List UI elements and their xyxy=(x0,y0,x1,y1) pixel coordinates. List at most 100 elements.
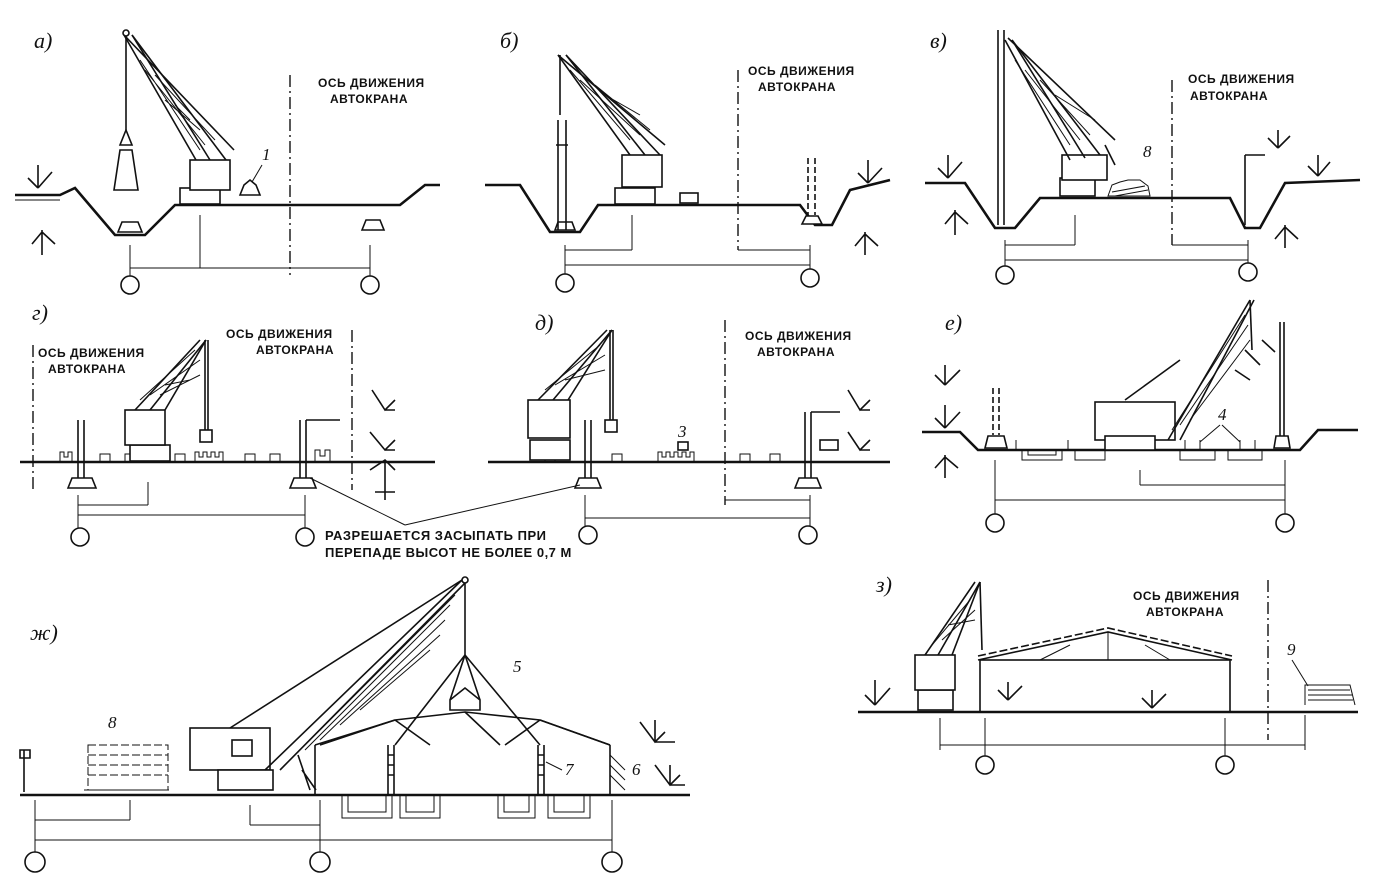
panel-d-axis-caption-2: АВТОКРАНА xyxy=(757,345,835,359)
panel-d-column-left xyxy=(584,420,592,478)
panel-zh-callout-7: 7 xyxy=(565,760,575,779)
panel-g-axis-caption-left-1: ОСЬ ДВИЖЕНИЯ xyxy=(38,346,145,360)
panel-z-crane xyxy=(914,581,983,711)
panel-b-crane xyxy=(556,54,666,230)
panel-z-axis-caption-1: ОСЬ ДВИЖЕНИЯ xyxy=(1133,589,1240,603)
panel-b-foundation-right xyxy=(800,215,824,225)
panel-zh-callout-8: 8 xyxy=(108,713,117,732)
panel-g-grid-axis-marker-right xyxy=(295,527,315,547)
panel-v-axis-caption-1: ОСЬ ДВИЖЕНИЯ xyxy=(1188,72,1295,86)
panel-v-pit-profile xyxy=(925,178,1361,230)
backfill-note-line-2: ПЕРЕПАДЕ ВЫСОТ НЕ БОЛЕЕ 0,7 М xyxy=(325,545,572,560)
panel-b-level-mark-bottom xyxy=(854,232,879,255)
panel-z-grid-axis-marker-left xyxy=(975,755,995,775)
panel-g-axis-caption-1: ОСЬ ДВИЖЕНИЯ xyxy=(226,327,333,341)
panel-z: з) ОСЬ ДВИЖЕНИЯ АВТОКРАНА 9 xyxy=(858,572,1358,775)
panel-v-stack-8 xyxy=(1107,179,1151,197)
panel-v: в) 8 ОСЬ ДВИЖЕНИЯ АВТОКРАНА xyxy=(925,28,1361,285)
panel-a: а) 1 ОСЬ ДВИЖЕНИЯ АВТОКРАНА xyxy=(15,28,440,295)
panel-zh-foundations xyxy=(341,795,591,819)
panel-zh-grid-axis-marker-middle xyxy=(309,851,331,873)
panel-d-column-right xyxy=(804,411,840,478)
panel-a-foundation-left xyxy=(116,221,144,233)
panel-zh-grid-axis-marker-left xyxy=(24,851,46,873)
panel-b-label: б) xyxy=(500,28,518,53)
panel-d-grid-axis-marker-right xyxy=(798,525,818,545)
panel-a-crane xyxy=(113,29,235,205)
panel-b-element xyxy=(679,192,699,204)
panel-b-foundation-left xyxy=(553,221,577,231)
panel-zh-grid-axis-marker-right xyxy=(601,851,623,873)
panel-v-label: в) xyxy=(930,28,947,53)
panel-a-element-1 xyxy=(238,178,262,196)
panel-a-grid-axis-marker-left xyxy=(120,275,140,295)
panel-zh-label: ж) xyxy=(30,620,58,645)
panel-z-axis-caption-2: АВТОКРАНА xyxy=(1146,605,1224,619)
panel-zh-callout-5: 5 xyxy=(513,657,522,676)
panel-a-axis-caption-1: ОСЬ ДВИЖЕНИЯ xyxy=(318,76,425,90)
panel-g-grid-axis-marker-left xyxy=(70,527,90,547)
panel-d-element-3 xyxy=(677,441,689,451)
panel-z-label: з) xyxy=(875,572,892,597)
panel-e-label: е) xyxy=(945,310,962,335)
panel-a-foundation-right xyxy=(360,219,386,231)
panel-z-grid-axis-marker-right xyxy=(1215,755,1235,775)
panel-g-level-mark-1 xyxy=(371,389,396,412)
panel-b-axis-caption-1: ОСЬ ДВИЖЕНИЯ xyxy=(748,64,855,78)
panel-g-crane xyxy=(124,339,213,462)
panel-z-building xyxy=(977,627,1233,713)
panel-v-level-mark-top xyxy=(937,155,963,179)
panel-d-grid-axis-marker-left xyxy=(578,525,598,545)
panel-b-grid-axis-marker-left xyxy=(555,273,575,293)
panel-g-label: г) xyxy=(32,300,48,325)
panel-g-axis-caption-left-2: АВТОКРАНА xyxy=(48,362,126,376)
panel-e: е) 4 xyxy=(922,299,1358,533)
panel-d-axis-caption-1: ОСЬ ДВИЖЕНИЯ xyxy=(745,329,852,343)
panel-a-level-mark-top xyxy=(27,165,53,189)
panel-e-blocks-4 xyxy=(1015,440,1263,461)
panel-g-axis-caption-2: АВТОКРАНА xyxy=(256,343,334,357)
panel-d-callout-3: 3 xyxy=(677,422,687,441)
panel-g-column-left xyxy=(77,420,85,478)
panel-e-grid-axis-marker-left xyxy=(985,513,1005,533)
panel-e-callout-4: 4 xyxy=(1218,405,1227,424)
panel-d: д) ОСЬ ДВИЖЕНИЯ АВТОКРАНА 3 xyxy=(488,310,890,545)
panel-b-grid-axis-marker-right xyxy=(800,268,820,288)
panel-d-label: д) xyxy=(535,310,553,335)
panel-g-column-right xyxy=(299,419,340,478)
panel-b-pit-profile xyxy=(485,178,891,234)
panel-zh-column-7 xyxy=(387,745,545,795)
panel-a-label: а) xyxy=(34,28,52,53)
panel-z-stack-9 xyxy=(1304,684,1356,706)
panel-d-crane xyxy=(527,329,618,461)
backfill-note-line-1: РАЗРЕШАЕТСЯ ЗАСЫПАТЬ ПРИ xyxy=(325,528,546,543)
panel-zh-crane xyxy=(189,576,469,791)
panel-b-axis-caption-2: АВТОКРАНА xyxy=(758,80,836,94)
panel-v-grid-axis-marker-left xyxy=(995,265,1015,285)
panel-zh: ж) 8 5 7 6 xyxy=(19,576,690,873)
panel-b: б) ОСЬ ДВИЖЕНИЯ АВТОКРАНА xyxy=(485,28,891,293)
panel-a-axis-caption-2: АВТОКРАНА xyxy=(330,92,408,106)
backfill-note: РАЗРЕШАЕТСЯ ЗАСЫПАТЬ ПРИ ПЕРЕПАДЕ ВЫСОТ … xyxy=(309,477,581,560)
panel-v-crane xyxy=(1004,37,1116,197)
panel-zh-callout-6: 6 xyxy=(632,760,641,779)
panel-v-level-mark-bottom xyxy=(944,210,969,235)
panel-v-axis-caption-2: АВТОКРАНА xyxy=(1190,89,1268,103)
panel-e-grid-axis-marker-right xyxy=(1275,513,1295,533)
panel-g-level-mark-3 xyxy=(369,458,396,500)
panel-a-callout-1: 1 xyxy=(262,145,271,164)
panel-a-pit-profile xyxy=(15,183,440,237)
panel-a-grid-axis-marker-right xyxy=(360,275,380,295)
panel-g: г) ОСЬ ДВИЖЕНИЯ АВТОКРАНА ОСЬ ДВИЖЕНИЯ А… xyxy=(20,300,435,547)
panel-v-callout-8: 8 xyxy=(1143,142,1152,161)
panel-a-level-mark-bottom xyxy=(31,230,56,255)
panel-zh-walls xyxy=(314,745,611,795)
panel-g-level-mark-2 xyxy=(369,431,396,452)
panel-b-level-mark-top xyxy=(857,160,883,184)
panel-zh-support-6 xyxy=(609,754,626,791)
panel-e-crane xyxy=(1094,299,1276,451)
panel-z-callout-9: 9 xyxy=(1287,640,1296,659)
panel-v-grid-axis-marker-right xyxy=(1238,262,1258,282)
panel-zh-dome-roof-5 xyxy=(314,654,611,746)
